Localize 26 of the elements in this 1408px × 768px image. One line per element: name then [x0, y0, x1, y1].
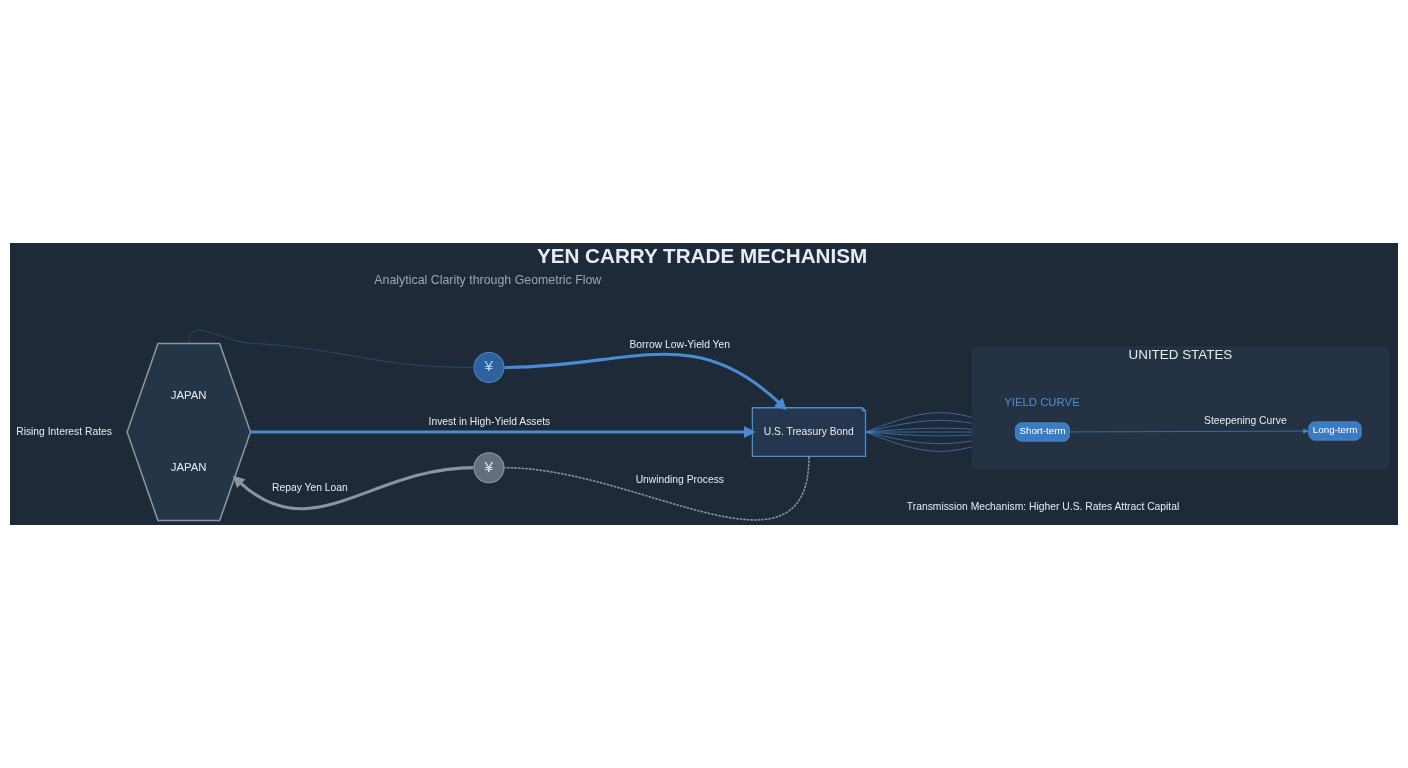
node-box: Long-term — [1308, 421, 1362, 441]
label: YIELD CURVE — [1004, 396, 1080, 408]
connector — [865, 427, 972, 433]
edge-label: Unwinding Process — [635, 473, 724, 485]
connector — [865, 431, 972, 452]
node-box: Short-term — [1015, 422, 1070, 442]
label: Analytical Clarity through Geometric Flow — [374, 273, 602, 288]
connector — [865, 420, 972, 433]
connector — [865, 431, 972, 437]
arrow — [232, 466, 474, 510]
node-label: Rising Interest Rates — [16, 425, 112, 437]
node-circle: ¥ — [473, 452, 505, 484]
edge-label: Invest in High-Yield Assets — [428, 416, 551, 428]
node-circle: ¥ — [473, 351, 505, 383]
connector — [503, 456, 810, 521]
edge-label: Borrow Low-Yield Yen — [629, 338, 730, 350]
node-label: Transmission Mechanism: Higher U.S. Rates Attract Capital — [906, 501, 1180, 513]
diagram-title: YEN CARRY TRADE MECHANISM — [536, 244, 868, 268]
arrow — [250, 425, 756, 439]
edge-label: Repay Yen Loan — [272, 481, 348, 493]
edge-label: Steepening Curve — [1204, 415, 1287, 427]
connector — [188, 330, 474, 368]
connector — [865, 412, 972, 433]
arrow — [1069, 429, 1309, 434]
arrow — [504, 352, 787, 411]
connector — [865, 431, 972, 444]
